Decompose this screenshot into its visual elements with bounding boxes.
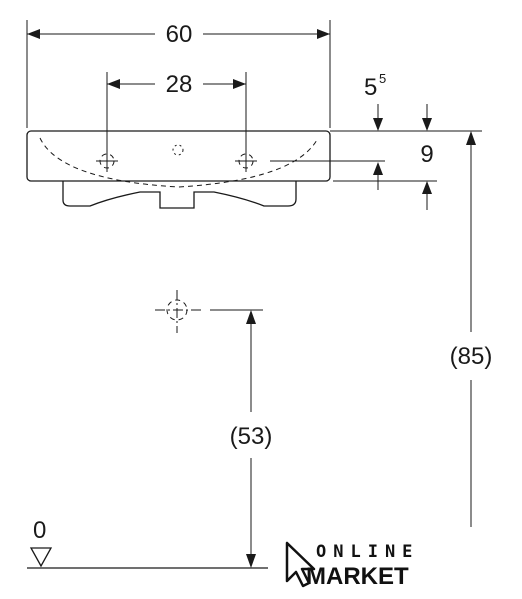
logo-online-text: ONLINE <box>316 542 419 562</box>
tap-hole-left <box>96 150 118 172</box>
cursor-icon <box>285 541 316 588</box>
depth-dimension: 9 <box>270 141 437 210</box>
drain-height-dimension: (53) <box>230 310 273 568</box>
floor-level: 0 <box>27 517 268 569</box>
floor-level-label: 0 <box>33 517 46 544</box>
width-label: 60 <box>166 21 193 48</box>
drain-center-symbol <box>155 290 263 333</box>
rim-height-label: (85) <box>450 343 493 370</box>
tap-hole-right <box>235 150 257 172</box>
rim-height-dimension: (85) <box>450 131 493 527</box>
overflow-hole <box>172 144 184 156</box>
hole-spacing-label: 28 <box>166 71 193 98</box>
rim-thickness-label: 5 <box>364 74 377 101</box>
washbasin-outline <box>26 130 331 209</box>
depth-label: 9 <box>420 141 433 168</box>
rim-thickness-dimension: 5 5 <box>330 71 482 132</box>
width-dimension: 60 <box>26 20 331 128</box>
onlinemarket-logo: ONLINE MARKET <box>285 541 419 590</box>
drain-height-label: (53) <box>230 423 273 450</box>
rim-thickness-superscript: 5 <box>379 71 386 86</box>
hole-spacing-dimension: 28 <box>106 71 247 150</box>
logo-market-text: MARKET <box>306 563 409 590</box>
